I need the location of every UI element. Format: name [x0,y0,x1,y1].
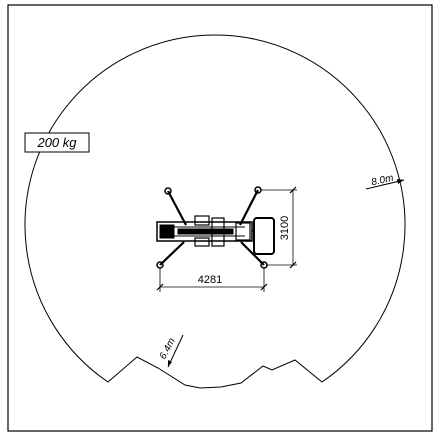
outrigger-rear-left [159,241,185,266]
width-dimension: 4281 [156,268,268,292]
outrigger-front-left [167,190,187,226]
load-label-box: 200 kg [24,132,90,153]
boom-head [159,224,175,239]
turret-top [194,215,210,226]
outer-radius-label: 8.0m [370,173,394,189]
outer-radius-dimension: 8.0m [365,173,405,190]
height-dimension-label: 3100 [279,216,291,240]
machine-top-view [156,186,275,269]
load-capacity-label: 200 kg [36,135,77,150]
boom-section [177,228,234,235]
height-dimension: 3100 [260,186,297,269]
inner-radius-dimension: 6.4m [158,334,184,368]
turret-bottom [194,237,210,247]
inner-radius-label: 6.4m [158,336,178,361]
width-dimension-label: 4281 [198,274,222,286]
platform-basket [253,217,275,255]
working-range-boundary [24,34,406,389]
outrigger-pad [164,187,172,195]
outrigger-front-right [239,189,259,226]
outrigger-rear-right [240,241,265,266]
drawing-frame [7,4,433,432]
